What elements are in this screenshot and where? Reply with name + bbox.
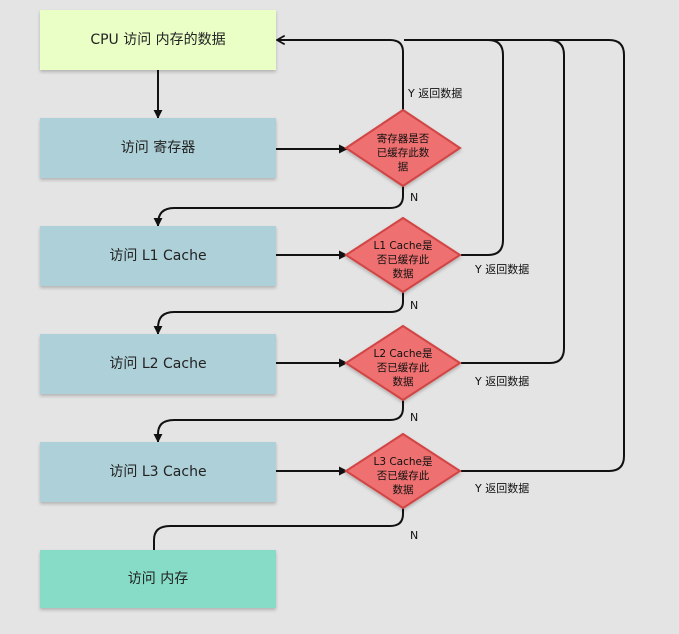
- label-l1-no: N: [410, 299, 418, 312]
- node-l1-label: 访问 L1 Cache: [109, 248, 206, 264]
- decision-register-line3: 据: [398, 160, 409, 173]
- decision-l1-line1: L1 Cache是: [373, 240, 433, 252]
- node-cpu-label: CPU 访问 内存的数据: [90, 32, 225, 48]
- decision-l3-line3: 数据: [393, 483, 414, 496]
- decision-l3-line2: 否已缓存此: [377, 469, 430, 482]
- edge-l2-no: [153, 400, 404, 443]
- decision-l1: L1 Cache是 否已缓存此 数据: [344, 216, 462, 294]
- label-l2-no: N: [410, 411, 418, 424]
- label-reg-yes: Y 返回数据: [407, 86, 462, 100]
- node-l1-cache: 访问 L1 Cache: [40, 226, 276, 286]
- node-memory: 访问 内存: [40, 550, 276, 608]
- node-cpu: CPU 访问 内存的数据: [40, 10, 276, 70]
- edge-reg-yes: [275, 34, 404, 110]
- decision-register-line1: 寄存器是否: [377, 132, 430, 145]
- edge-l1-no: [153, 292, 404, 335]
- edge-reg-no: [153, 186, 404, 227]
- label-l3-no: N: [410, 529, 418, 542]
- label-l3-yes: Y 返回数据: [474, 481, 529, 495]
- decision-register: 寄存器是否 已缓存此数 据: [344, 108, 462, 188]
- decision-l2: L2 Cache是 否已缓存此 数据: [344, 324, 462, 402]
- node-register: 访问 寄存器: [40, 118, 276, 178]
- edge-l3-yes: [461, 39, 625, 472]
- node-l2-cache: 访问 L2 Cache: [40, 334, 276, 394]
- decision-l1-line3: 数据: [393, 267, 414, 280]
- connectors: [153, 34, 625, 550]
- edge-l3-no: [153, 508, 404, 550]
- decision-register-line2: 已缓存此数: [377, 146, 430, 159]
- node-l3-label: 访问 L3 Cache: [109, 464, 206, 480]
- node-l2-label: 访问 L2 Cache: [109, 356, 206, 372]
- decision-l3-line1: L3 Cache是: [373, 456, 433, 468]
- node-memory-label: 访问 内存: [128, 571, 188, 587]
- node-l3-cache: 访问 L3 Cache: [40, 442, 276, 502]
- label-l2-yes: Y 返回数据: [474, 374, 529, 388]
- label-reg-no: N: [410, 191, 418, 204]
- decision-l2-line3: 数据: [393, 375, 414, 388]
- node-register-label: 访问 寄存器: [121, 139, 195, 156]
- decision-l3: L3 Cache是 否已缓存此 数据: [344, 432, 462, 510]
- edge-l2-yes: [461, 39, 565, 364]
- decision-l2-line1: L2 Cache是: [373, 348, 433, 360]
- decision-l2-line2: 否已缓存此: [377, 361, 430, 374]
- decision-l1-line2: 否已缓存此: [377, 253, 430, 266]
- label-l1-yes: Y 返回数据: [474, 262, 529, 276]
